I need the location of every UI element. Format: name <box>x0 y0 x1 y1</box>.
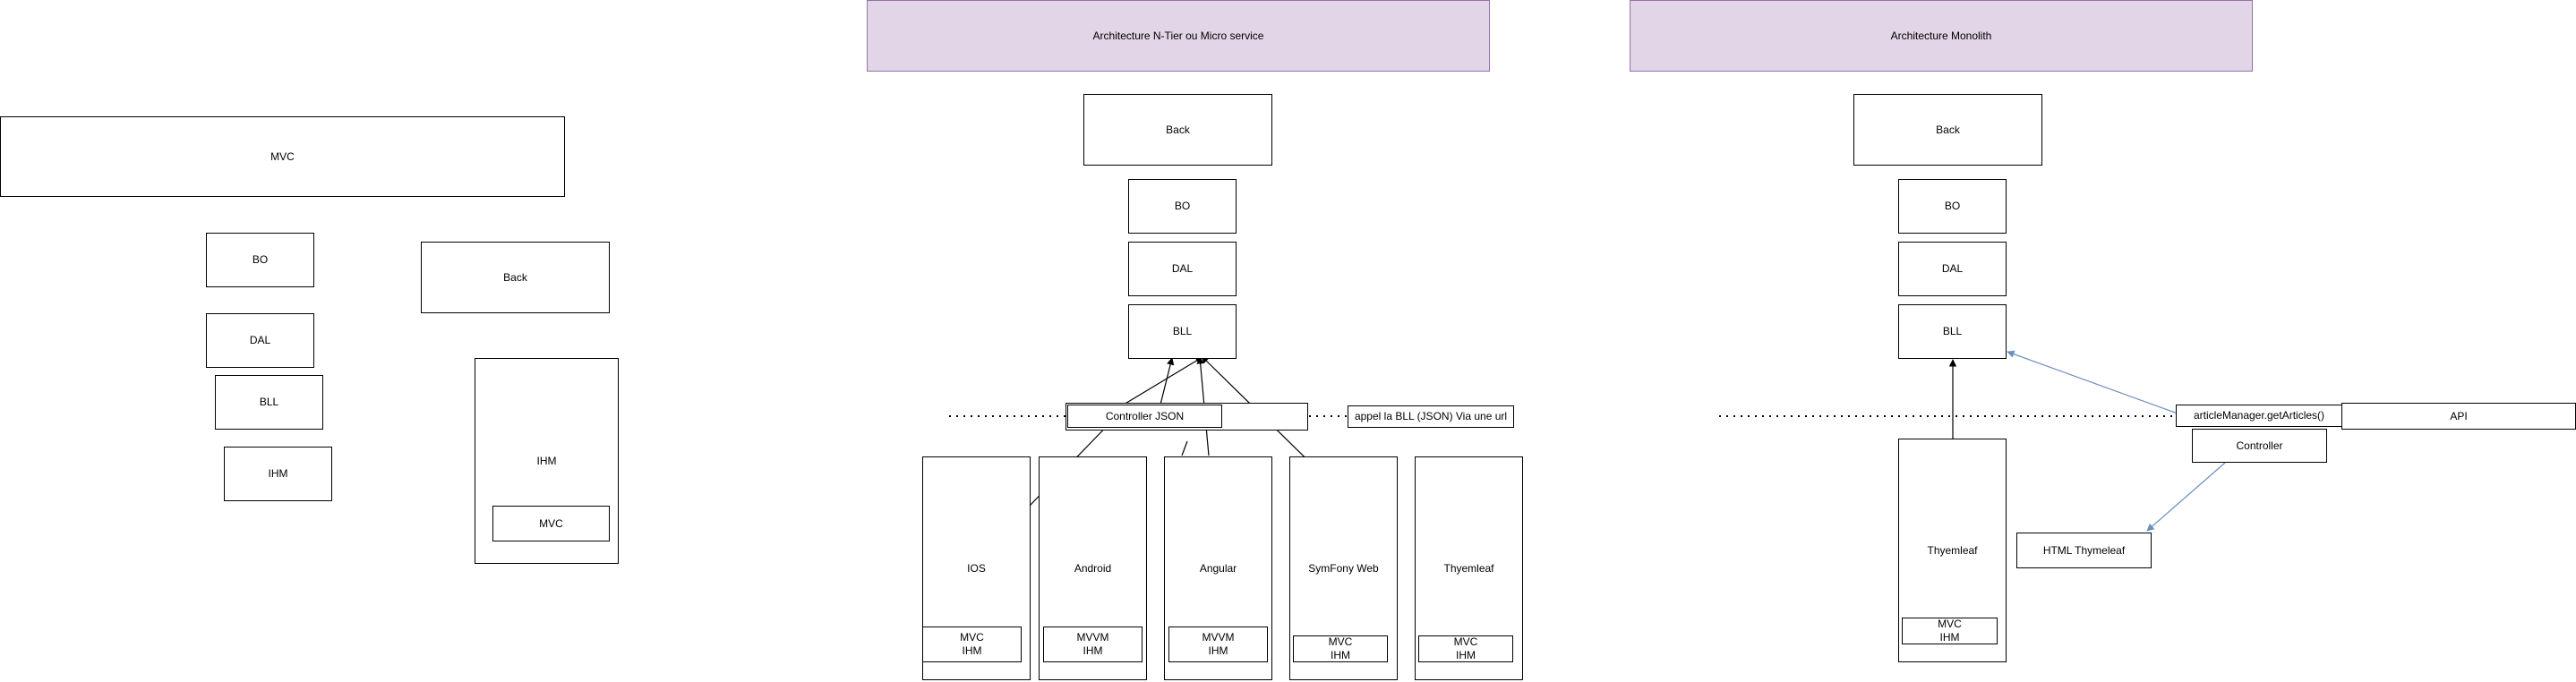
middle-note-box: appel la BLL (JSON) Via une url <box>1348 405 1514 428</box>
middle-bll-box: BLL <box>1128 304 1237 359</box>
arrow-android-bll-up <box>1160 357 1175 405</box>
right-bo-box: BO <box>1898 179 2007 234</box>
client-thymeleaf-inner: MVC IHM <box>1418 635 1513 662</box>
left-bll-box: BLL <box>215 375 323 430</box>
client-android-inner: MVVM IHM <box>1043 627 1143 662</box>
middle-controller-json-box: Controller JSON <box>1067 405 1222 428</box>
arrow-call-bll <box>2007 350 2178 414</box>
left-ihm-box: IHM <box>224 447 332 501</box>
client-symfony-inner: MVC IHM <box>1293 635 1388 662</box>
arrow-ctrl-bll-1 <box>1118 356 1203 408</box>
middle-title-box: Architecture N-Tier ou Micro service <box>867 0 1490 72</box>
client-angular-inner: MVVM IHM <box>1168 627 1268 662</box>
arrow-android-bll <box>1181 440 1188 456</box>
left-back-box: Back <box>421 242 610 313</box>
right-dal-box: DAL <box>1898 242 2007 296</box>
left-dal-box: DAL <box>206 313 314 368</box>
client-ios-inner: MVC IHM <box>922 627 1022 662</box>
right-bll-box: BLL <box>1898 304 2007 359</box>
arrow-controller-html <box>2146 462 2226 532</box>
right-title-box: Architecture Monolith <box>1630 0 2253 72</box>
left-mvc-box: MVC <box>0 116 565 197</box>
right-thymeleaf-inner: MVC IHM <box>1902 618 1998 644</box>
left-bo-box: BO <box>206 233 314 287</box>
middle-dal-box: DAL <box>1128 242 1237 296</box>
middle-back-box: Back <box>1083 94 1272 166</box>
right-controller-box: Controller <box>2192 429 2327 463</box>
left-ihm-mvc-box: MVC <box>492 506 610 541</box>
right-html-thymeleaf-box: HTML Thymeleaf <box>2016 533 2152 568</box>
right-api-box: API <box>2341 403 2576 430</box>
right-call-box: articleManager.getArticles() <box>2176 405 2342 427</box>
right-back-box: Back <box>1853 94 2042 166</box>
middle-bo-box: BO <box>1128 179 1237 234</box>
